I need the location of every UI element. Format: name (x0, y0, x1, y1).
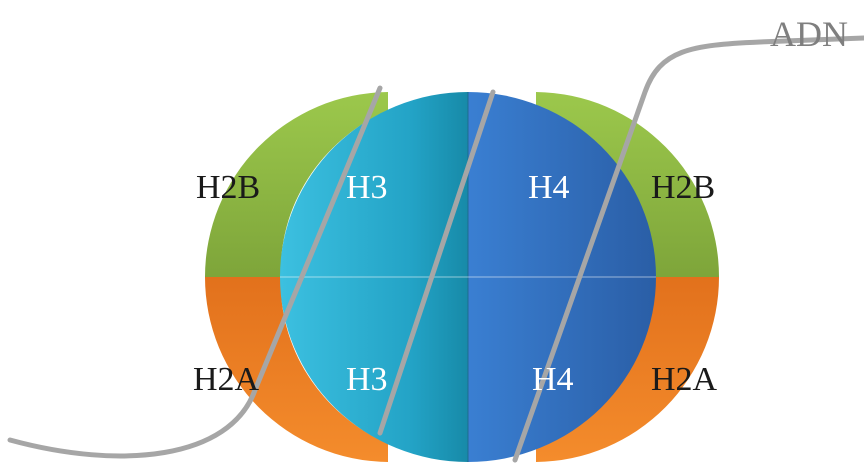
h4-bottom-label: H4 (532, 361, 574, 398)
h3-top-label: H3 (346, 169, 388, 206)
h2a-left-label: H2A (193, 361, 260, 398)
h2a-right-label: H2A (651, 361, 718, 398)
h2b-right-label: H2B (651, 169, 715, 206)
h2b-left-label: H2B (196, 169, 260, 206)
h3-bottom-label: H3 (346, 361, 388, 398)
dna-label: ADN (770, 14, 848, 54)
h4-top-label: H4 (528, 169, 570, 206)
